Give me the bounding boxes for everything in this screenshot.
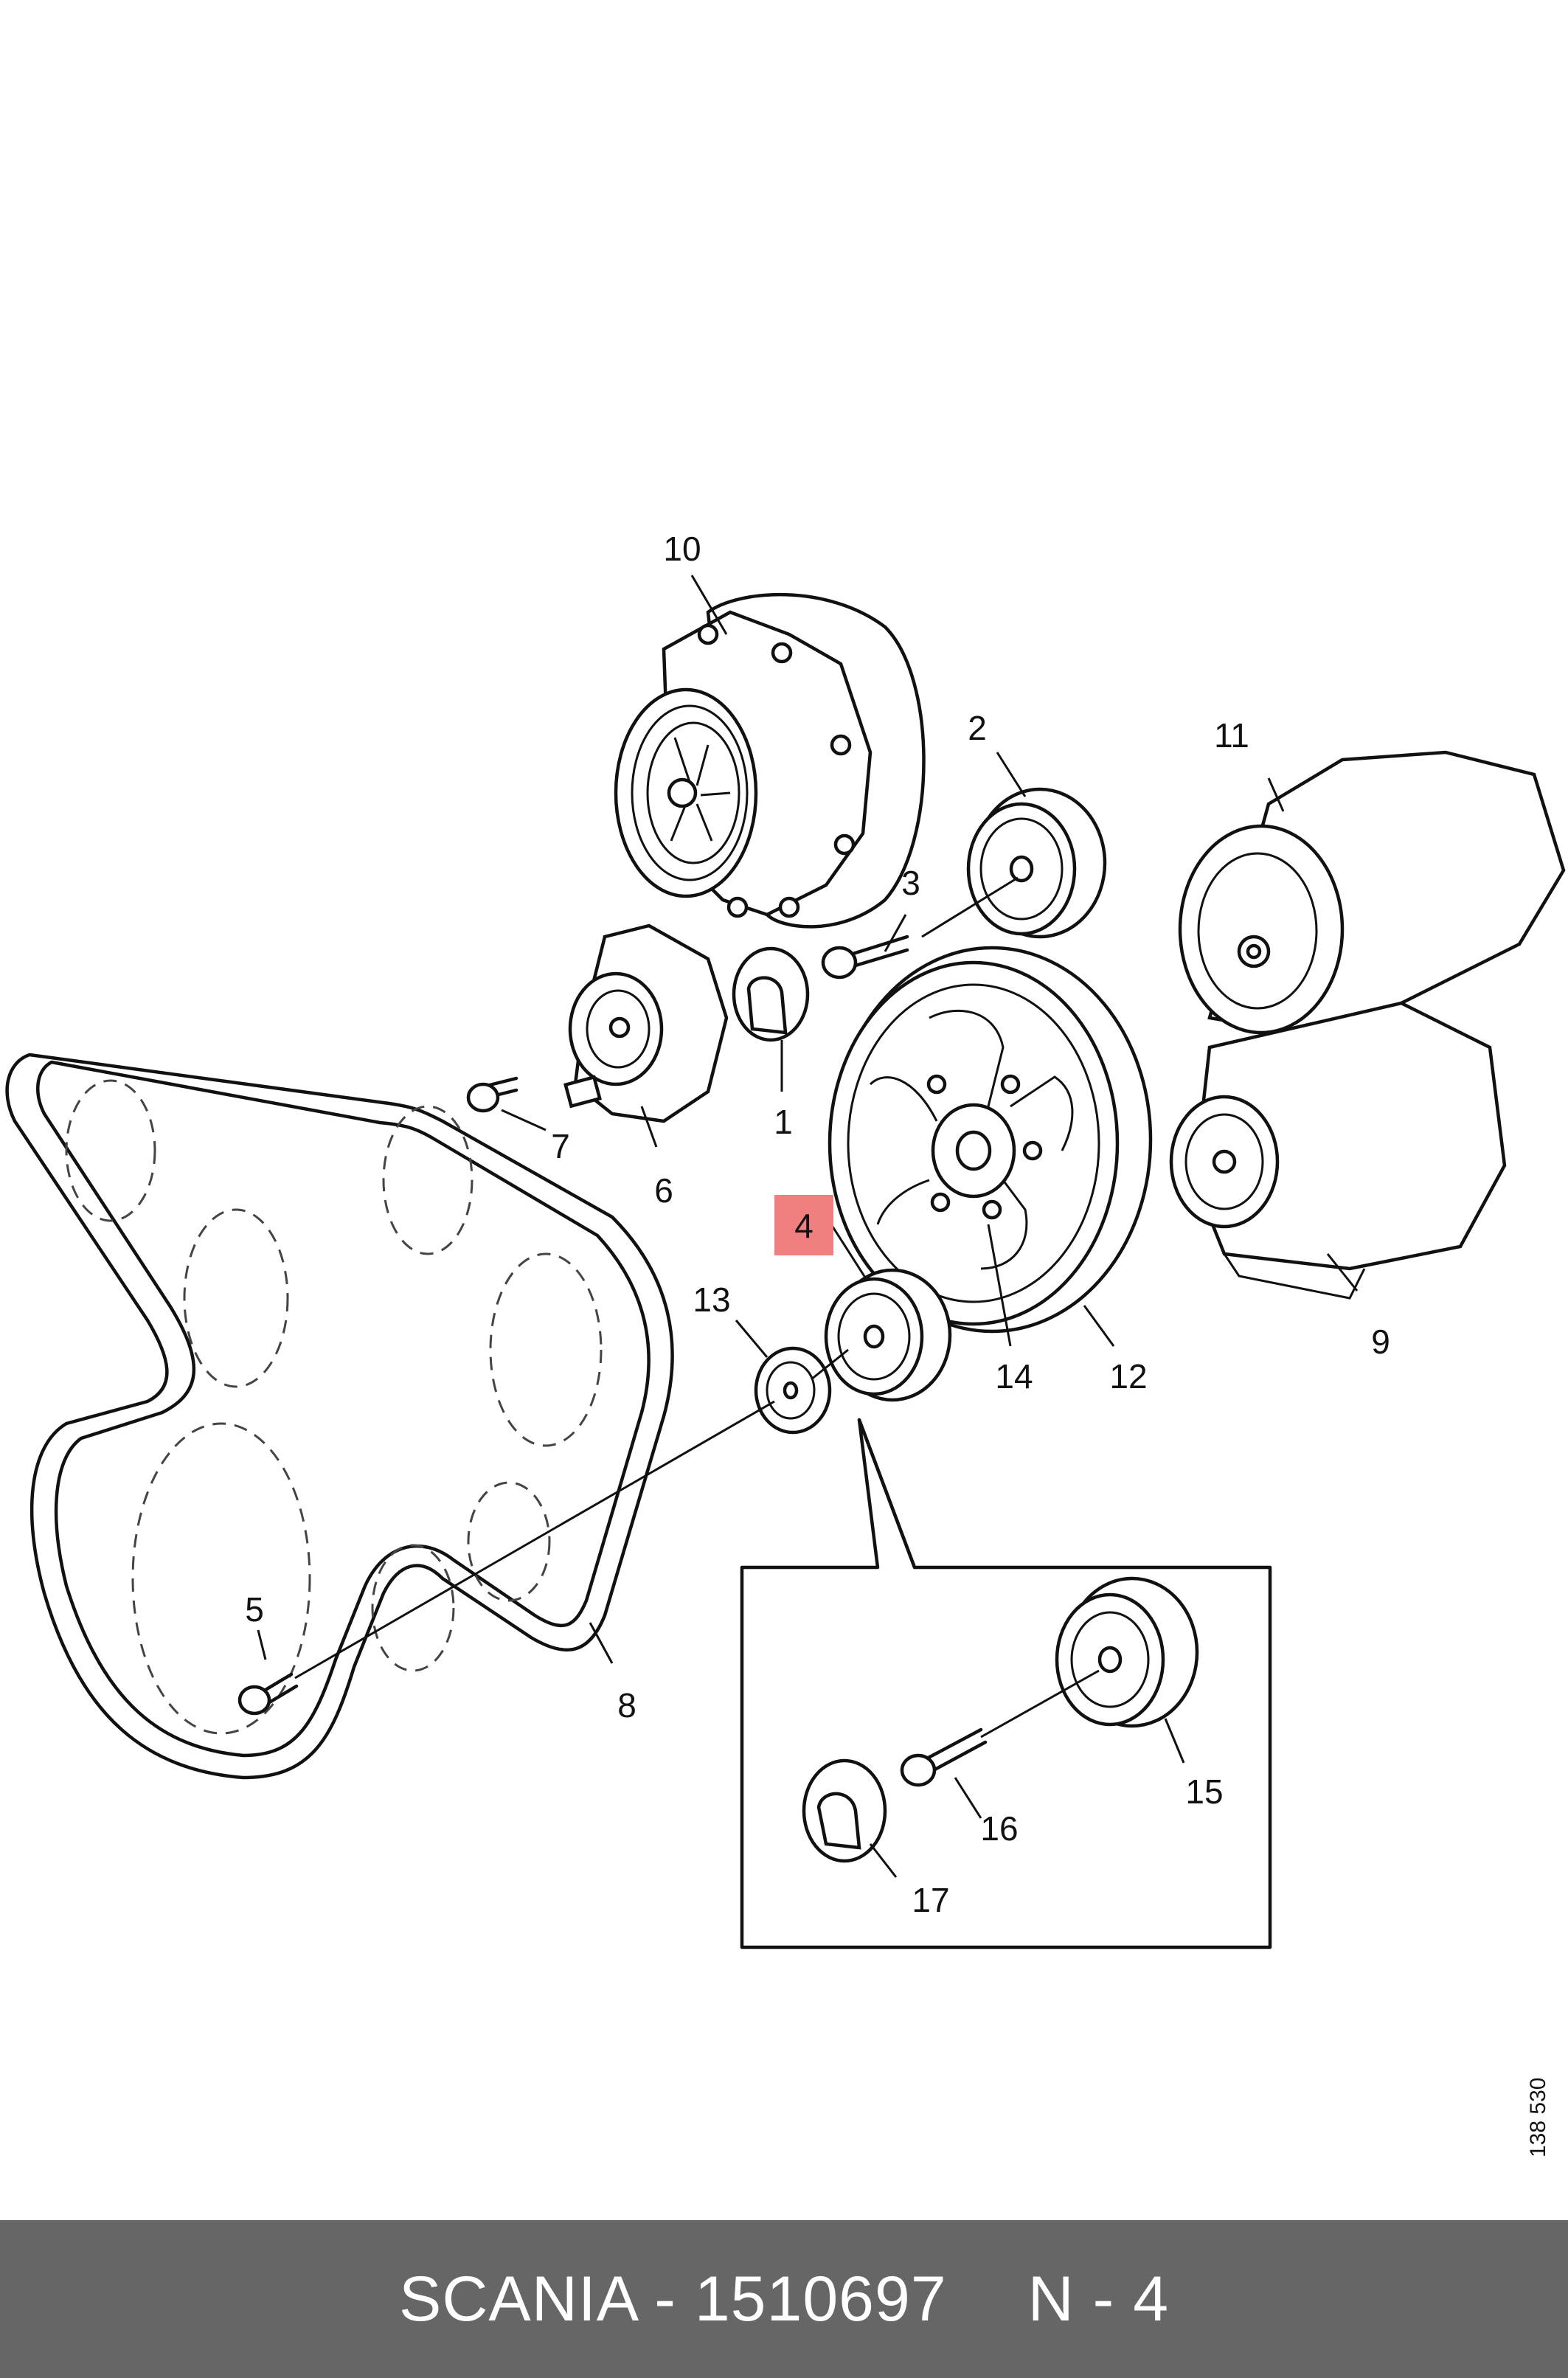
water-pump [614, 592, 926, 929]
callout-1: 1 [774, 1103, 793, 1141]
idler-pulley-2 [966, 787, 1107, 939]
callout-14: 14 [995, 1357, 1033, 1396]
ac-compressor [1178, 750, 1566, 1035]
footer-bar: SCANIA - 1510697 N - 4 [0, 2220, 1568, 2378]
callout-9: 9 [1371, 1323, 1390, 1361]
drive-belt [5, 1053, 674, 1780]
crankshaft-pulley [828, 946, 1153, 1334]
cover-17 [802, 1758, 887, 1863]
callout-4: 4 [794, 1207, 814, 1245]
bolt-16 [900, 1727, 988, 1787]
drawing-code: 138 530 [1526, 2078, 1550, 2157]
washer-13 [754, 1346, 832, 1435]
callout-2: 2 [968, 709, 987, 747]
callout-16: 16 [980, 1809, 1018, 1848]
idler-pulley-4 [824, 1268, 952, 1402]
bolt-5 [237, 1672, 299, 1716]
callout-7: 7 [551, 1127, 570, 1165]
parts-diagram: 10 2 3 1 7 6 11 4 13 14 12 9 5 8 15 16 1… [5, 530, 1566, 2157]
callout-13: 13 [693, 1280, 730, 1319]
callout-11: 11 [1214, 716, 1249, 755]
callout-12: 12 [1109, 1357, 1147, 1396]
callout-highlight [774, 1195, 833, 1255]
idler-pulley-15 [1055, 1576, 1199, 1728]
alternator [1169, 1001, 1507, 1300]
callout-15: 15 [1185, 1772, 1223, 1811]
footer-position: N - 4 [1027, 2263, 1170, 2334]
assembly-axis-lines [294, 876, 1019, 1679]
callout-8: 8 [617, 1686, 636, 1724]
leader-lines [257, 575, 1359, 1878]
footer-part-number: SCANIA - 1510697 [398, 2263, 947, 2334]
callout-3: 3 [901, 864, 920, 902]
bolt-3 [821, 935, 909, 980]
callout-5: 5 [245, 1590, 264, 1629]
cover-1 [732, 946, 810, 1042]
callout-17: 17 [912, 1881, 949, 1919]
detail-inset [740, 1418, 1272, 1949]
callout-10: 10 [663, 530, 701, 568]
callout-6: 6 [654, 1171, 673, 1210]
belt-tensioner [466, 923, 729, 1123]
